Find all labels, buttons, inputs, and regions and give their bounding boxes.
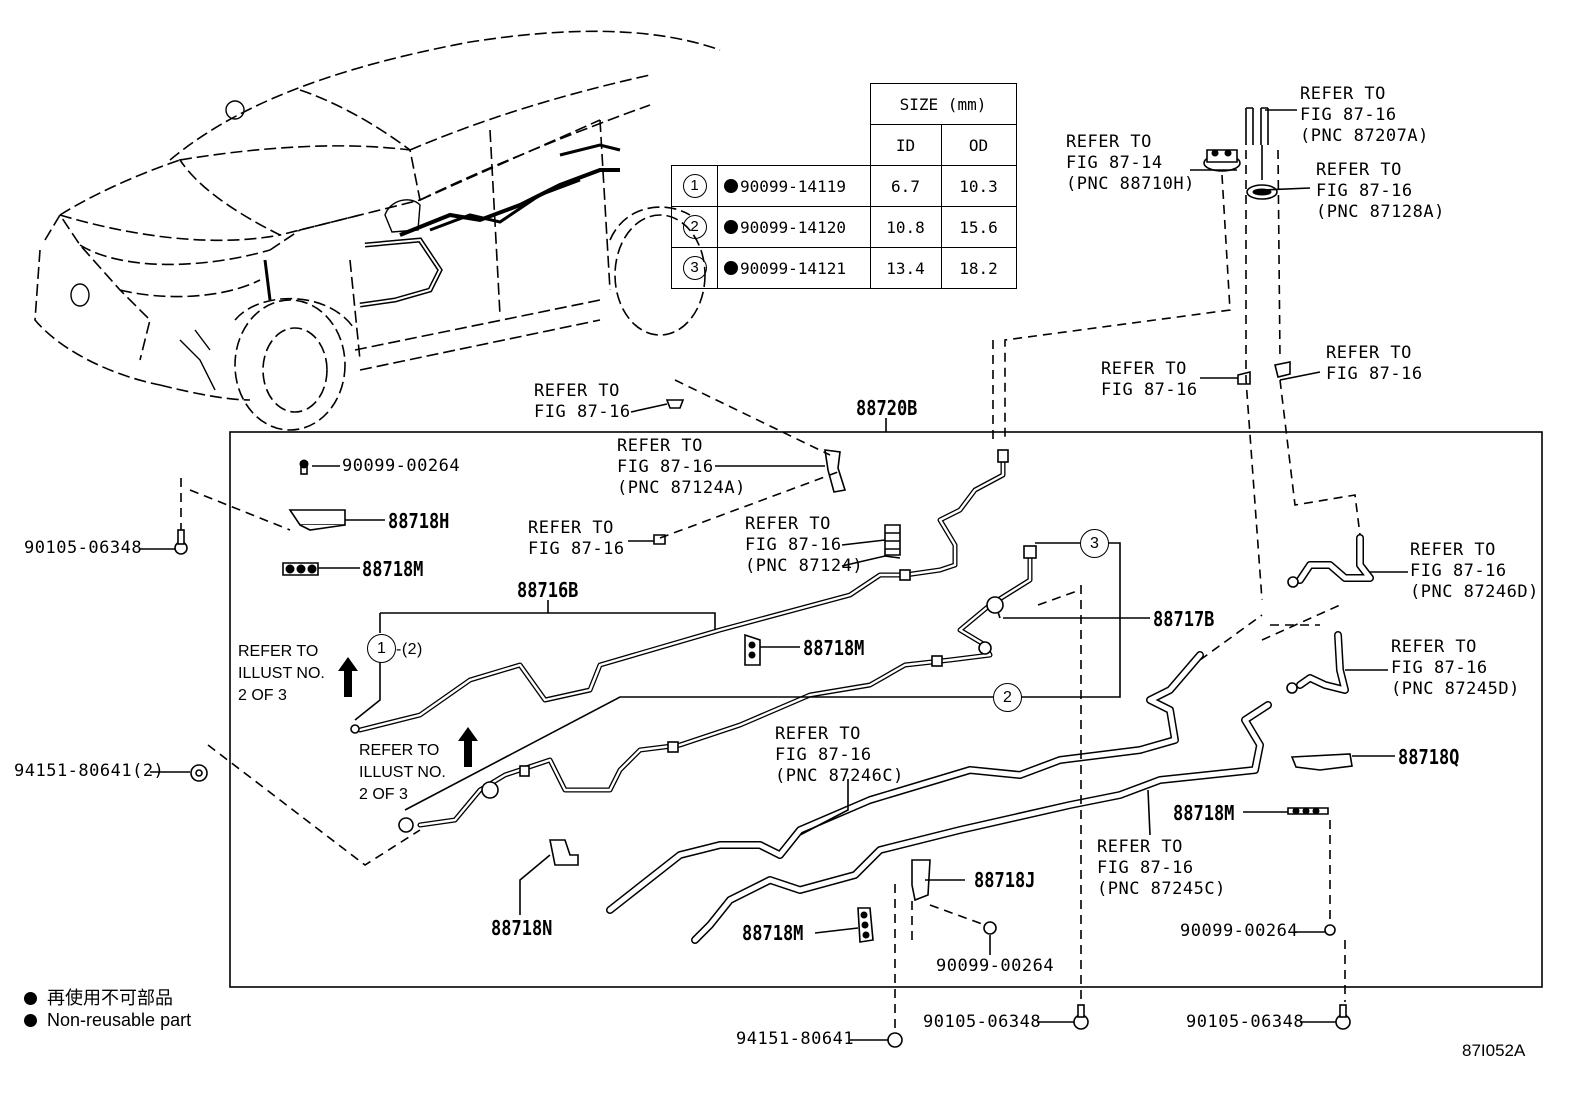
refer-label-87124a[interactable]: REFER TO FIG 87-16 (PNC 87124A)	[617, 436, 746, 498]
part-label-88718n[interactable]: 88718N	[491, 916, 553, 940]
refer-label-fig-87-16-a[interactable]: REFER TO FIG 87-16	[1101, 359, 1198, 400]
outer-diameter: 18.2	[940, 247, 1017, 289]
inner-diameter: 13.4	[869, 247, 942, 289]
part-label-90105-06348[interactable]: 90105-06348	[1186, 1012, 1305, 1032]
part-number: 90099-14119	[740, 176, 846, 196]
part-label-88718j[interactable]: 88718J	[974, 868, 1036, 892]
part-label-88717b[interactable]: 88717B	[1153, 607, 1215, 631]
clamps-and-brackets	[174, 399, 1353, 1048]
table-row: 2 90099-14120 10.8 15.6	[671, 206, 1017, 248]
fittings	[350, 449, 1299, 833]
non-reusable-dot-icon	[724, 219, 738, 234]
refer-illust-label-upper[interactable]: REFER TO ILLUST NO. 2 OF 3	[238, 643, 325, 704]
hose-size-table: SIZE (mm) ID OD 1 90099-14119 6.7 10.3 2…	[671, 83, 1017, 289]
arrow-up-icon	[458, 727, 478, 767]
vehicle-illustration	[34, 30, 721, 431]
row-number: 1	[682, 174, 707, 198]
part-number: 90099-14120	[740, 217, 846, 237]
od-header: OD	[940, 124, 1017, 166]
table-row: 1 90099-14119 6.7 10.3	[671, 165, 1017, 207]
part-label-88718m[interactable]: 88718M	[1173, 801, 1235, 825]
figure-code: 87I052A	[1462, 1041, 1526, 1060]
legend-en-text: Non-reusable part	[47, 1010, 192, 1030]
part-label-88718m[interactable]: 88718M	[362, 557, 424, 581]
callout-1-suffix: -(2)	[396, 641, 423, 658]
non-reusable-dot-icon	[24, 1014, 37, 1027]
outer-diameter: 10.3	[940, 165, 1017, 207]
refer-label-87124[interactable]: REFER TO FIG 87-16 (PNC 87124)	[745, 514, 864, 576]
part-label-88718q[interactable]: 88718Q	[1398, 745, 1460, 769]
non-reusable-dot-icon	[24, 992, 37, 1005]
part-label-88716b[interactable]: 88716B	[517, 578, 579, 602]
outer-diameter: 15.6	[940, 206, 1017, 248]
callout-3[interactable]: 3	[1080, 529, 1109, 558]
part-label-90099-00264[interactable]: 90099-00264	[936, 956, 1055, 976]
inner-diameter: 6.7	[869, 165, 942, 207]
part-label-94151-80641[interactable]: 94151-80641	[736, 1029, 855, 1049]
part-label-90105-06348[interactable]: 90105-06348	[24, 538, 143, 558]
brake-tubes	[357, 452, 1374, 944]
refer-label-fig-87-16-d[interactable]: REFER TO FIG 87-16	[528, 518, 625, 559]
part-label-94151-80641-2[interactable]: 94151-80641(2)	[14, 761, 165, 781]
arrow-up-icon	[338, 657, 358, 697]
refer-label-87128a[interactable]: REFER TO FIG 87-16 (PNC 87128A)	[1316, 160, 1445, 222]
part-label-88718m[interactable]: 88718M	[803, 636, 865, 660]
refer-label-87246c[interactable]: REFER TO FIG 87-16 (PNC 87246C)	[775, 724, 904, 786]
row-number: 2	[682, 215, 707, 239]
part-label-90099-00264[interactable]: 90099-00264	[1180, 921, 1299, 941]
upper-fittings	[1203, 107, 1291, 385]
legend-en: Non-reusable part	[24, 1010, 191, 1031]
size-header: SIZE (mm)	[869, 83, 1017, 125]
id-header: ID	[869, 124, 942, 166]
refer-label-88710h[interactable]: REFER TO FIG 87-14 (PNC 88710H)	[1066, 132, 1195, 194]
legend-jp: 再使用不可部品	[24, 984, 173, 1010]
row-number: 3	[682, 256, 707, 280]
refer-label-87245d[interactable]: REFER TO FIG 87-16 (PNC 87245D)	[1391, 637, 1520, 699]
legend-jp-text: 再使用不可部品	[47, 988, 173, 1008]
part-number: 90099-14121	[740, 258, 846, 278]
part-label-88720b[interactable]: 88720B	[856, 396, 918, 420]
refer-label-fig-87-16-c[interactable]: REFER TO FIG 87-16	[534, 381, 631, 422]
table-row: 3 90099-14121 13.4 18.2	[671, 247, 1017, 289]
refer-illust-label-lower[interactable]: REFER TO ILLUST NO. 2 OF 3	[359, 742, 446, 803]
refer-label-87245c[interactable]: REFER TO FIG 87-16 (PNC 87245C)	[1097, 837, 1226, 899]
non-reusable-dot-icon	[724, 260, 738, 275]
callout-1[interactable]: 1	[367, 634, 396, 663]
refer-label-fig-87-16-b[interactable]: REFER TO FIG 87-16	[1326, 343, 1423, 384]
non-reusable-dot-icon	[724, 178, 738, 193]
callout-2[interactable]: 2	[993, 683, 1022, 712]
inner-diameter: 10.8	[869, 206, 942, 248]
refer-label-87246d[interactable]: REFER TO FIG 87-16 (PNC 87246D)	[1410, 540, 1539, 602]
part-label-88718h[interactable]: 88718H	[388, 509, 450, 533]
refer-label-87207a[interactable]: REFER TO FIG 87-16 (PNC 87207A)	[1300, 84, 1429, 146]
part-label-90105-06348[interactable]: 90105-06348	[923, 1012, 1042, 1032]
part-label-88718m[interactable]: 88718M	[742, 921, 804, 945]
part-label-90099-00264[interactable]: 90099-00264	[342, 456, 461, 476]
